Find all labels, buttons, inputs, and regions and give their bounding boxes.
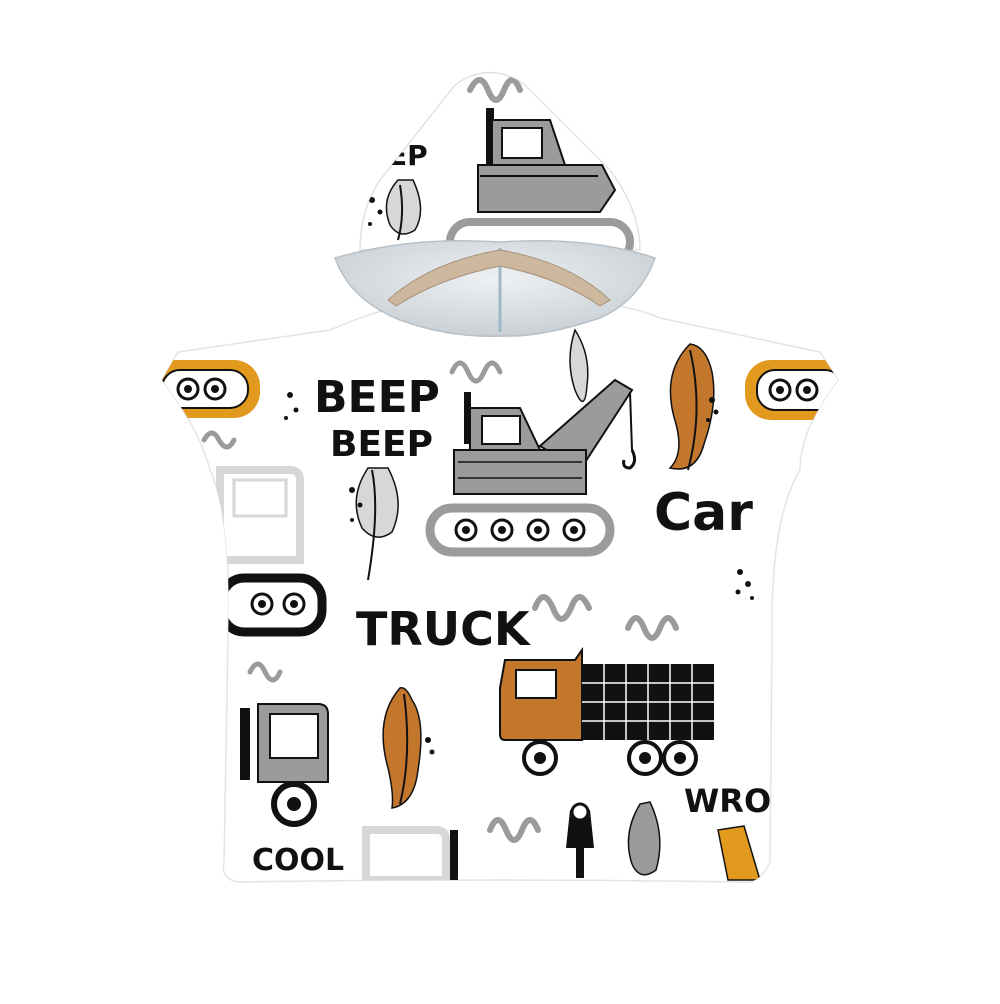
bulldozer-track-illustration-right [745, 360, 838, 420]
wro-text: WRO [684, 782, 771, 820]
scribble-decoration [467, 77, 523, 103]
crane-truck-illustration [425, 378, 637, 557]
scribble-decoration [247, 661, 283, 683]
tree-illustration [349, 467, 399, 581]
beep-text-1: BEEP [314, 372, 440, 423]
hood-opening [334, 239, 656, 337]
tree-illustration-gray [627, 801, 661, 876]
drawstring [387, 249, 611, 307]
tree-icon [385, 179, 422, 235]
scribble-decoration [625, 615, 679, 641]
beep-text-2: BEEP [330, 424, 433, 465]
hook-illustration [566, 802, 594, 878]
truck-text: TRUCK [356, 602, 532, 656]
mini-truck-illustration [240, 703, 329, 827]
bulldozer-track-illustration-black [217, 573, 327, 637]
scribble-decoration [532, 594, 592, 622]
tree-illustration-rust [668, 343, 719, 471]
scribble-decoration [449, 360, 503, 384]
dump-truck-illustration [499, 646, 714, 776]
tree-illustration-small [569, 328, 589, 402]
scribble-decoration [267, 311, 318, 333]
tree-illustration-rust-2 [382, 687, 435, 809]
poncho-body: BEEP BEEP [161, 303, 839, 884]
mini-truck-illustration-faded [216, 466, 304, 564]
faded-truck-bottom [362, 826, 458, 883]
hood: EP [359, 71, 641, 251]
scribble-decoration [487, 817, 541, 843]
cool-text: COOL [252, 843, 344, 878]
bulldozer-track-illustration [162, 360, 260, 418]
car-text: Car [654, 483, 753, 543]
scribble-decoration [201, 430, 237, 450]
